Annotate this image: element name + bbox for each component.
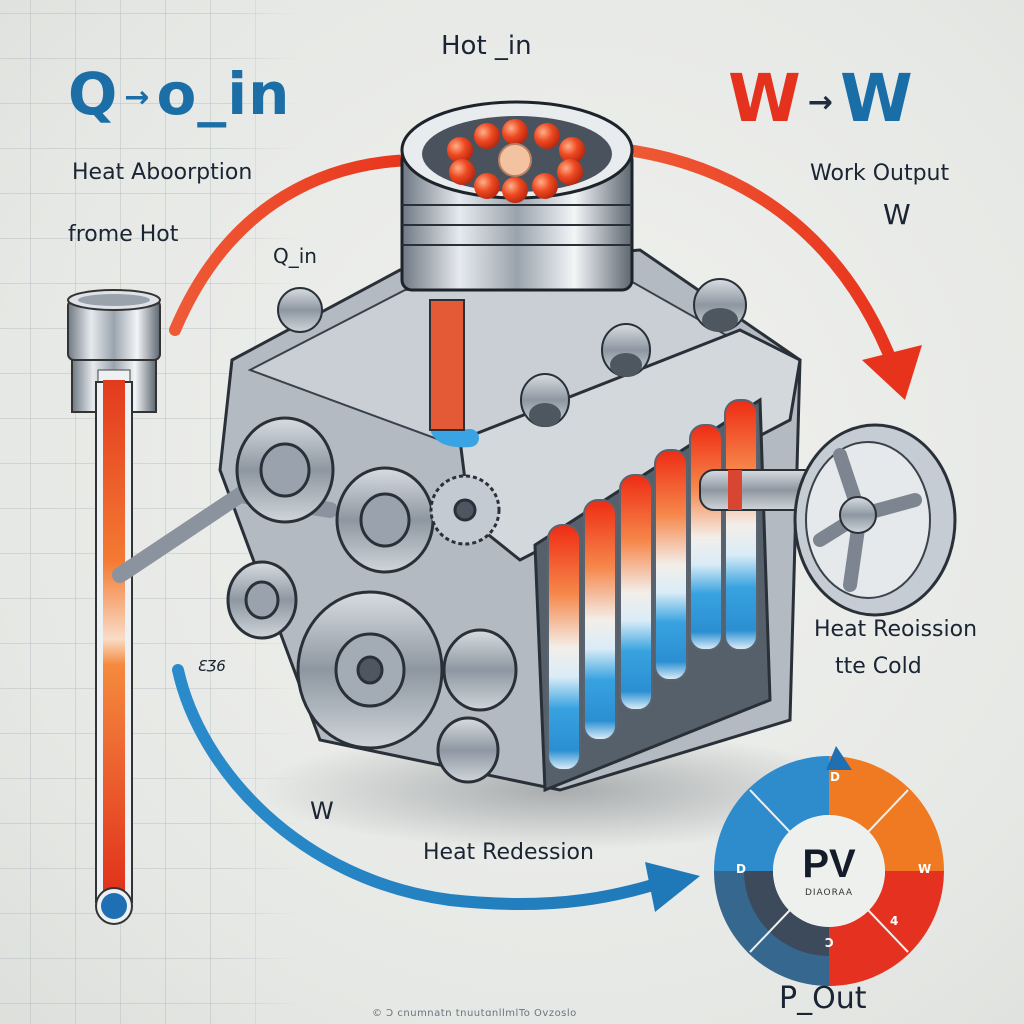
work-bottom-label: W xyxy=(310,797,334,825)
pv-mark-bottom-right: 4 xyxy=(890,914,899,928)
work-out-symbol: W xyxy=(839,60,914,137)
heat-rejection-label: Heat Reoission xyxy=(814,617,978,642)
hot-flow-arrow xyxy=(169,144,922,400)
coolant-tubes xyxy=(533,397,772,793)
pv-mark-bottom: Ɔ xyxy=(825,936,834,950)
from-hot-label: frome Hot xyxy=(68,222,179,247)
pulleys xyxy=(112,416,518,784)
arrow-right-icon: → xyxy=(124,80,151,116)
pv-mark-left: D xyxy=(736,862,746,876)
q-symbol: Q xyxy=(68,60,119,128)
cold-flow-arrow xyxy=(172,664,700,912)
flywheel xyxy=(699,423,957,617)
hot-piston xyxy=(400,100,634,431)
work-output-label: Work Output xyxy=(810,161,950,186)
hot-in-label: Hot _in xyxy=(441,31,532,61)
heat-rejection-bottom-label: Heat Redession xyxy=(423,840,594,865)
pv-subtitle: DIAORAA xyxy=(804,888,854,898)
work-title: W→W xyxy=(728,60,914,137)
heat-absorption-label: Heat Aboorption xyxy=(72,160,253,185)
pv-cycle-wheel xyxy=(714,746,944,986)
q-in-suffix: o_in xyxy=(156,60,291,128)
thermometer-gauge xyxy=(67,289,161,925)
pv-title: PV xyxy=(802,842,856,886)
to-cold-label: tte Cold xyxy=(835,654,922,679)
pv-mark-right: W xyxy=(918,862,932,876)
pv-mark-top: D xyxy=(830,770,840,784)
garbled-glyph-label: ƐƷ6 xyxy=(197,657,226,675)
p-out-label: P_Out xyxy=(779,981,867,1016)
pv-diagram-center: PV DIAORAA xyxy=(773,815,885,927)
footer-credit: © Ɔ cnumnatn tnuutɑnllmlTo Ovzoslo xyxy=(372,1008,577,1019)
work-symbol-label: W xyxy=(883,198,911,231)
work-in-symbol: W xyxy=(728,60,802,137)
arrow-right-icon: → xyxy=(807,85,834,121)
heat-in-title: Q→o_in xyxy=(68,60,290,128)
q-in-label: Q_in xyxy=(273,244,317,268)
